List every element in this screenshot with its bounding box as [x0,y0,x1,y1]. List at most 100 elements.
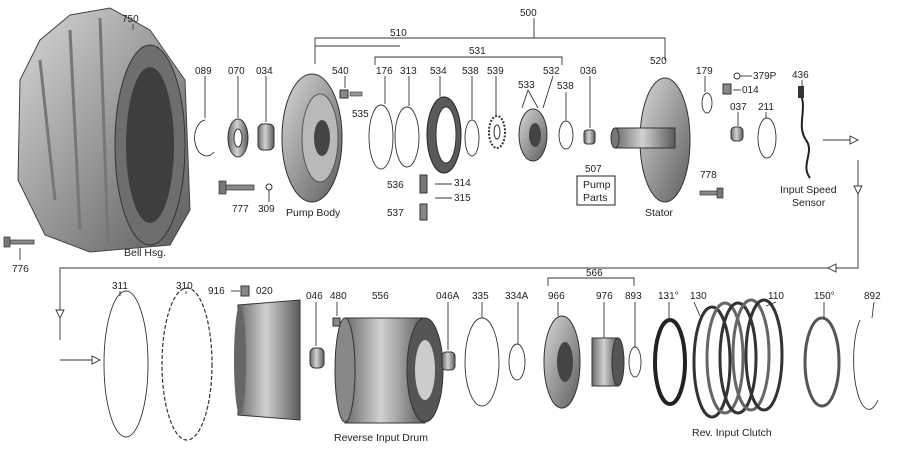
label-110: 110 [768,291,784,302]
part-070-washer [227,118,249,158]
label-311: 311 [112,281,128,292]
part-131-plate [653,318,687,406]
label-179: 179 [696,66,713,77]
label-046A: 046A [436,291,460,302]
part-534-gear [426,96,462,174]
label-533: 533 [518,80,535,91]
label-520: 520 [650,56,667,67]
label-531: 531 [469,46,486,57]
part-379P [733,72,741,80]
caption-pump-parts-1: Pump [583,179,611,191]
part-536 [419,174,428,194]
part-037-bushing [730,126,744,142]
caption-reverse-input-drum: Reverse Input Drum [334,432,428,444]
caption-pump-parts-2: Parts [583,192,608,204]
label-538a: 538 [462,66,479,77]
part-176-ring [368,104,394,170]
rev-input-clutch-pack [692,298,784,419]
label-070: 070 [228,66,245,77]
label-130: 130 [690,291,707,302]
part-046A-bushing [441,351,456,371]
label-335: 335 [472,291,489,302]
label-893: 893 [625,291,642,302]
part-480 [332,317,341,327]
label-436: 436 [792,70,809,81]
label-566: 566 [586,268,603,279]
label-309: 309 [258,204,275,215]
label-014: 014 [742,85,759,96]
part-311-ring [103,290,149,438]
reverse-input-drum-part [334,317,444,424]
part-777-bolt [218,180,255,195]
label-778: 778 [700,170,717,181]
part-036-bushing [583,129,596,145]
part-893-ring [628,346,642,378]
part-538-ring-a [464,119,480,157]
caption-stator: Stator [645,207,674,219]
stator-part [610,77,691,203]
label-131: 131° [658,291,679,302]
label-315: 315 [454,193,471,204]
part-150-plate [803,316,841,408]
part-309-pin [265,183,273,200]
label-089: 089 [195,66,212,77]
part-089-clip [194,119,215,157]
label-777: 777 [232,204,249,215]
part-046-bushing [309,347,325,369]
label-538b: 538 [557,81,574,92]
label-313: 313 [400,66,417,77]
label-046: 046 [306,291,323,302]
part-976-bearing [591,337,625,387]
part-537 [419,203,428,221]
bell-housing-part [17,7,191,253]
part-211-ring [757,117,777,159]
label-976: 976 [596,291,613,302]
part-532-rotor [518,108,548,162]
pump-body-part [281,73,343,203]
label-540: 540 [332,66,349,77]
part-310-gasket [161,287,213,441]
label-379P: 379P [753,71,777,82]
part-335-ring [464,317,500,407]
label-534: 534 [430,66,447,77]
label-510: 510 [390,28,407,39]
part-776-bolt [3,236,35,248]
label-556: 556 [372,291,389,302]
input-speed-sensor-part [798,86,811,179]
label-916: 916 [208,286,225,297]
part-778-bolt [699,187,724,199]
part-014 [722,83,732,95]
label-334A: 334A [505,291,529,302]
part-179-seal [701,92,713,114]
part-334A-ring [508,343,526,381]
caption-rev-input-clutch: Rev. Input Clutch [692,427,772,439]
caption-sensor-2: Sensor [792,197,826,209]
part-535 [349,91,363,97]
part-313-ring [394,106,420,168]
part-539-gear [488,115,506,149]
label-535: 535 [352,109,369,120]
part-966-hub [543,315,581,409]
label-020: 020 [256,286,273,297]
part-540 [339,89,349,99]
label-314: 314 [454,178,471,189]
label-966: 966 [548,291,565,302]
part-020-band [234,299,301,421]
label-480: 480 [330,291,347,302]
caption-sensor-1: Input Speed [780,184,837,196]
label-892: 892 [864,291,881,302]
label-150: 150° [814,291,835,302]
part-034-bushing [257,123,275,151]
part-916 [240,285,250,297]
label-037: 037 [730,102,747,113]
label-532: 532 [543,66,560,77]
part-538-ring-b [558,120,574,150]
label-776: 776 [12,264,29,275]
label-176: 176 [376,66,393,77]
caption-pump-body: Pump Body [286,207,341,219]
caption-bell-housing: Bell Hsg. [124,247,166,259]
part-892-snap-ring [853,319,879,410]
captions: Bell Hsg. Pump Body Pump Parts Stator In… [124,179,837,444]
